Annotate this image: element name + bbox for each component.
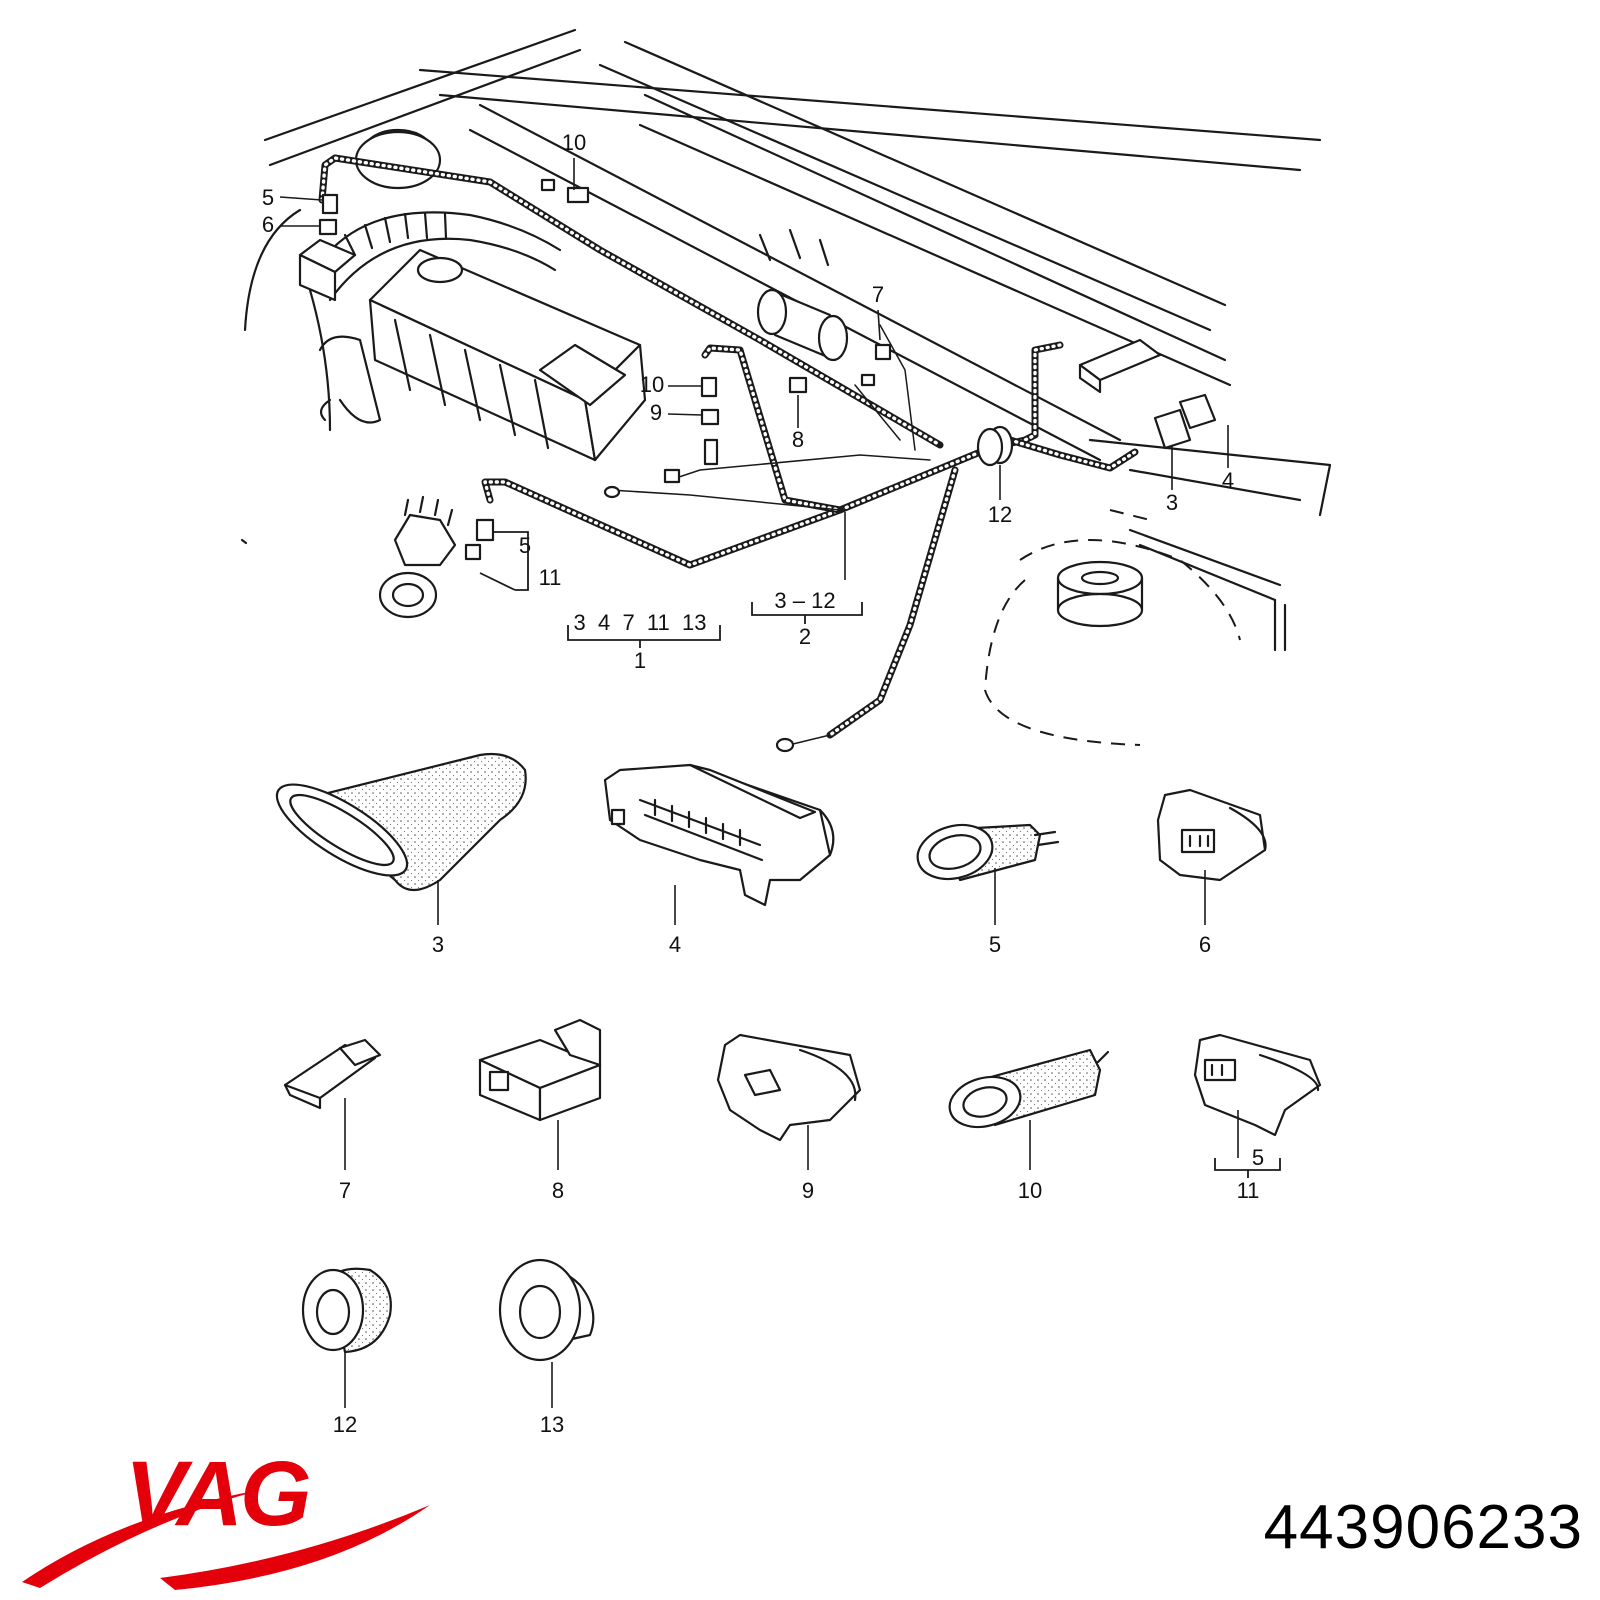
part-3-boot: 3: [275, 752, 527, 957]
part-7-terminal: 7: [283, 1038, 382, 1203]
group-1-members: 3 4 7 11 13: [574, 610, 707, 635]
callout-7-top: 7: [872, 282, 884, 307]
part-9-label: 9: [802, 1178, 814, 1203]
upper-callouts: 10 5 6 7 10 9 8 12 3 4 5 11 3 4 7 11 13 …: [262, 130, 1234, 673]
group-2-label: 2: [799, 624, 811, 649]
part-4-connector: 4: [603, 763, 835, 957]
callout-9-mid: 9: [650, 400, 662, 425]
callout-8-mid: 8: [792, 427, 804, 452]
callout-4-right: 4: [1222, 468, 1234, 493]
callout-12-mid: 12: [988, 502, 1012, 527]
vag-logo-text: VAG: [125, 1443, 309, 1545]
part-8-label: 8: [552, 1178, 564, 1203]
part-13-grommet: 13: [498, 1258, 595, 1437]
callout-6-top: 6: [262, 212, 274, 237]
callout-3-right: 3: [1166, 490, 1178, 515]
part-6-label: 6: [1199, 932, 1211, 957]
part-6-connector: 6: [1156, 788, 1267, 957]
part-9-connector: 9: [716, 1033, 862, 1203]
callout-5-lower: 5: [519, 533, 531, 558]
wire-harness: [318, 154, 1139, 753]
part-10-boot: 10: [948, 1048, 1110, 1203]
callout-10-mid: 10: [640, 372, 664, 397]
part-12-label: 12: [333, 1412, 357, 1437]
part-number: 443906233: [1264, 1493, 1583, 1562]
callout-10-top: 10: [562, 130, 586, 155]
part-8-connector: 8: [478, 1018, 602, 1203]
part-5-label: 5: [989, 932, 1001, 957]
part-3-label: 3: [432, 932, 444, 957]
callout-5-top: 5: [262, 185, 274, 210]
part-11-connector: 5 11: [1193, 1033, 1322, 1203]
vag-logo: VAG: [22, 1443, 430, 1590]
part-10-label: 10: [1018, 1178, 1042, 1203]
part-12-grommet: 12: [301, 1267, 392, 1437]
engine-bay-illustration: [240, 28, 1332, 746]
group-2-members: 3 – 12: [774, 588, 835, 613]
part-5-sleeve: 5: [916, 823, 1060, 957]
callout-11-lower: 11: [539, 565, 562, 590]
part-11-label: 11: [1237, 1178, 1260, 1203]
part-4-label: 4: [669, 932, 681, 957]
group-1-label: 1: [634, 648, 646, 673]
part-7-label: 7: [339, 1178, 351, 1203]
part-11-sub-label: 5: [1252, 1145, 1264, 1170]
part-13-label: 13: [540, 1412, 564, 1437]
